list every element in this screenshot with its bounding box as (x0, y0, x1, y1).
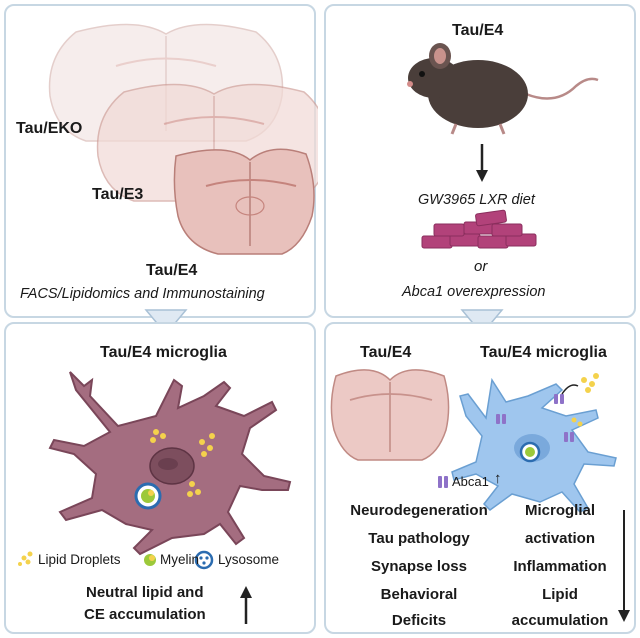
outcome-left-2: Tau pathology (368, 530, 470, 547)
panel-treatment-outcome: Tau/E4 Tau/E4 microglia (324, 322, 636, 634)
lysosome-in-cell (134, 482, 162, 510)
brain-section-e4 (173, 148, 315, 255)
brain-section-treated-icon (330, 369, 450, 461)
result-line-2: CE accumulation (84, 606, 206, 623)
title-tau-e4-microglia: Tau/E4 microglia (100, 344, 227, 361)
microglia-cell-icon (48, 371, 292, 556)
down-arrow-icon (476, 144, 488, 182)
label-tau-e4: Tau/E4 (146, 262, 198, 279)
lipid-efflux-icon (561, 373, 599, 427)
outcome-illustration (330, 369, 630, 622)
mouse-icon (407, 43, 599, 135)
panel-treatment: Tau/E4 GW3965 LXR die (324, 4, 636, 318)
outcome-right-2: activation (524, 530, 596, 547)
label-tau-eko: Tau/EKO (16, 120, 83, 137)
up-arrow-icon (240, 586, 252, 624)
outcome-right-1: Microglial (524, 502, 595, 519)
treatment-lxr-diet: GW3965 LXR diet (418, 192, 535, 208)
down-trend-arrow-icon (618, 510, 630, 622)
title-tau-e4-brain: Tau/E4 (360, 344, 412, 361)
lysosome-icon (194, 550, 214, 570)
outcome-left-3: Synapse loss (371, 558, 467, 575)
outcome-right-3: Inflammation (513, 558, 607, 575)
caption-methods: FACS/Lipidomics and Immunostaining (20, 286, 265, 302)
activated-microglia-icon (451, 377, 617, 513)
panel-apoe-genotypes: Tau/EKO Tau/E3 Tau/E4 FACS/Lipidomics an… (4, 4, 318, 318)
microglia-illustration (18, 371, 292, 624)
outcome-left-4: Behavioral (380, 586, 458, 603)
abca1-legend-icon (438, 476, 448, 488)
abca1-label: Abca1 (452, 474, 489, 489)
diet-pellets-icon (421, 209, 537, 249)
treatment-abca1: Abca1 overexpression (402, 284, 546, 300)
result-line-1: Neutral lipid and (86, 584, 204, 601)
mouse-and-diet-illustration (407, 43, 599, 249)
lipid-droplets-in-cell (150, 429, 215, 497)
brain-sections-illustration (48, 23, 318, 255)
panel-microglia-phenotype: Tau/E4 microglia (4, 322, 316, 634)
legend-lipid-droplets: Lipid Droplets (38, 552, 121, 567)
myelin-icon (144, 554, 156, 566)
abca1-transporter-icons (496, 394, 574, 442)
abca1-up-arrow-icon: ↑ (494, 470, 502, 487)
outcome-right-4: Lipid (542, 586, 578, 603)
label-tau-e3: Tau/E3 (92, 186, 144, 203)
or-label: or (474, 258, 488, 275)
legend-myelin: Myelin (160, 552, 200, 567)
title-tau-e4-microglia-treated: Tau/E4 microglia (480, 344, 607, 361)
outcome-left-5: Deficits (391, 612, 447, 629)
outcome-right-5: accumulation (511, 612, 609, 629)
outcome-left-1: Neurodegeneration (350, 502, 488, 519)
title-tau-e4-mouse: Tau/E4 (452, 22, 504, 39)
legend-lysosome: Lysosome (218, 552, 280, 567)
lipid-droplets-icon (18, 551, 33, 566)
